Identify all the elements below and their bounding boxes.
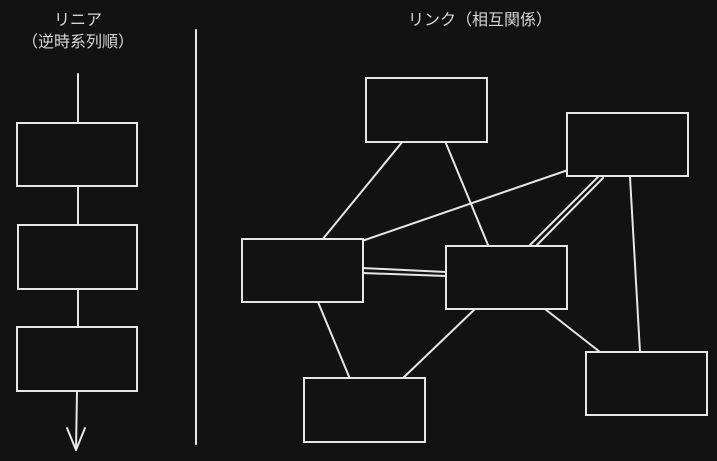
edge-d-f	[544, 308, 601, 353]
linear-title: リニア	[53, 10, 102, 29]
edge-d-e	[401, 308, 476, 380]
edge-a-d	[444, 140, 489, 246]
link-node-d	[445, 245, 568, 310]
link-node-a	[365, 77, 488, 143]
link-nodes	[241, 77, 708, 443]
linear-node-3	[16, 326, 138, 392]
edge-c-b	[361, 169, 569, 242]
linear-subtitle: （逆時系列順）	[21, 32, 134, 51]
link-heading: リンク（相互関係）	[330, 9, 630, 31]
linear-node-2	[17, 224, 138, 290]
link-node-b	[566, 112, 689, 177]
link-edges	[317, 140, 641, 380]
edge-c-d-2	[361, 272, 447, 277]
edge-c-d-1	[361, 267, 447, 273]
link-node-e	[303, 377, 426, 443]
edge-d-b-1	[529, 176, 599, 246]
linear-heading: リニア （逆時系列順）	[0, 9, 156, 53]
edge-d-b-2	[535, 177, 604, 247]
link-node-c	[241, 238, 364, 303]
linear-node-1	[16, 122, 138, 187]
flow-line-bottom	[75, 390, 78, 451]
down-arrowhead-icon	[66, 427, 86, 451]
edge-c-e	[317, 301, 351, 380]
edge-a-c	[321, 140, 404, 241]
edge-b-f	[629, 176, 641, 353]
linear-flow	[16, 73, 138, 451]
link-title: リンク（相互関係）	[407, 10, 552, 29]
link-node-f	[585, 351, 708, 416]
